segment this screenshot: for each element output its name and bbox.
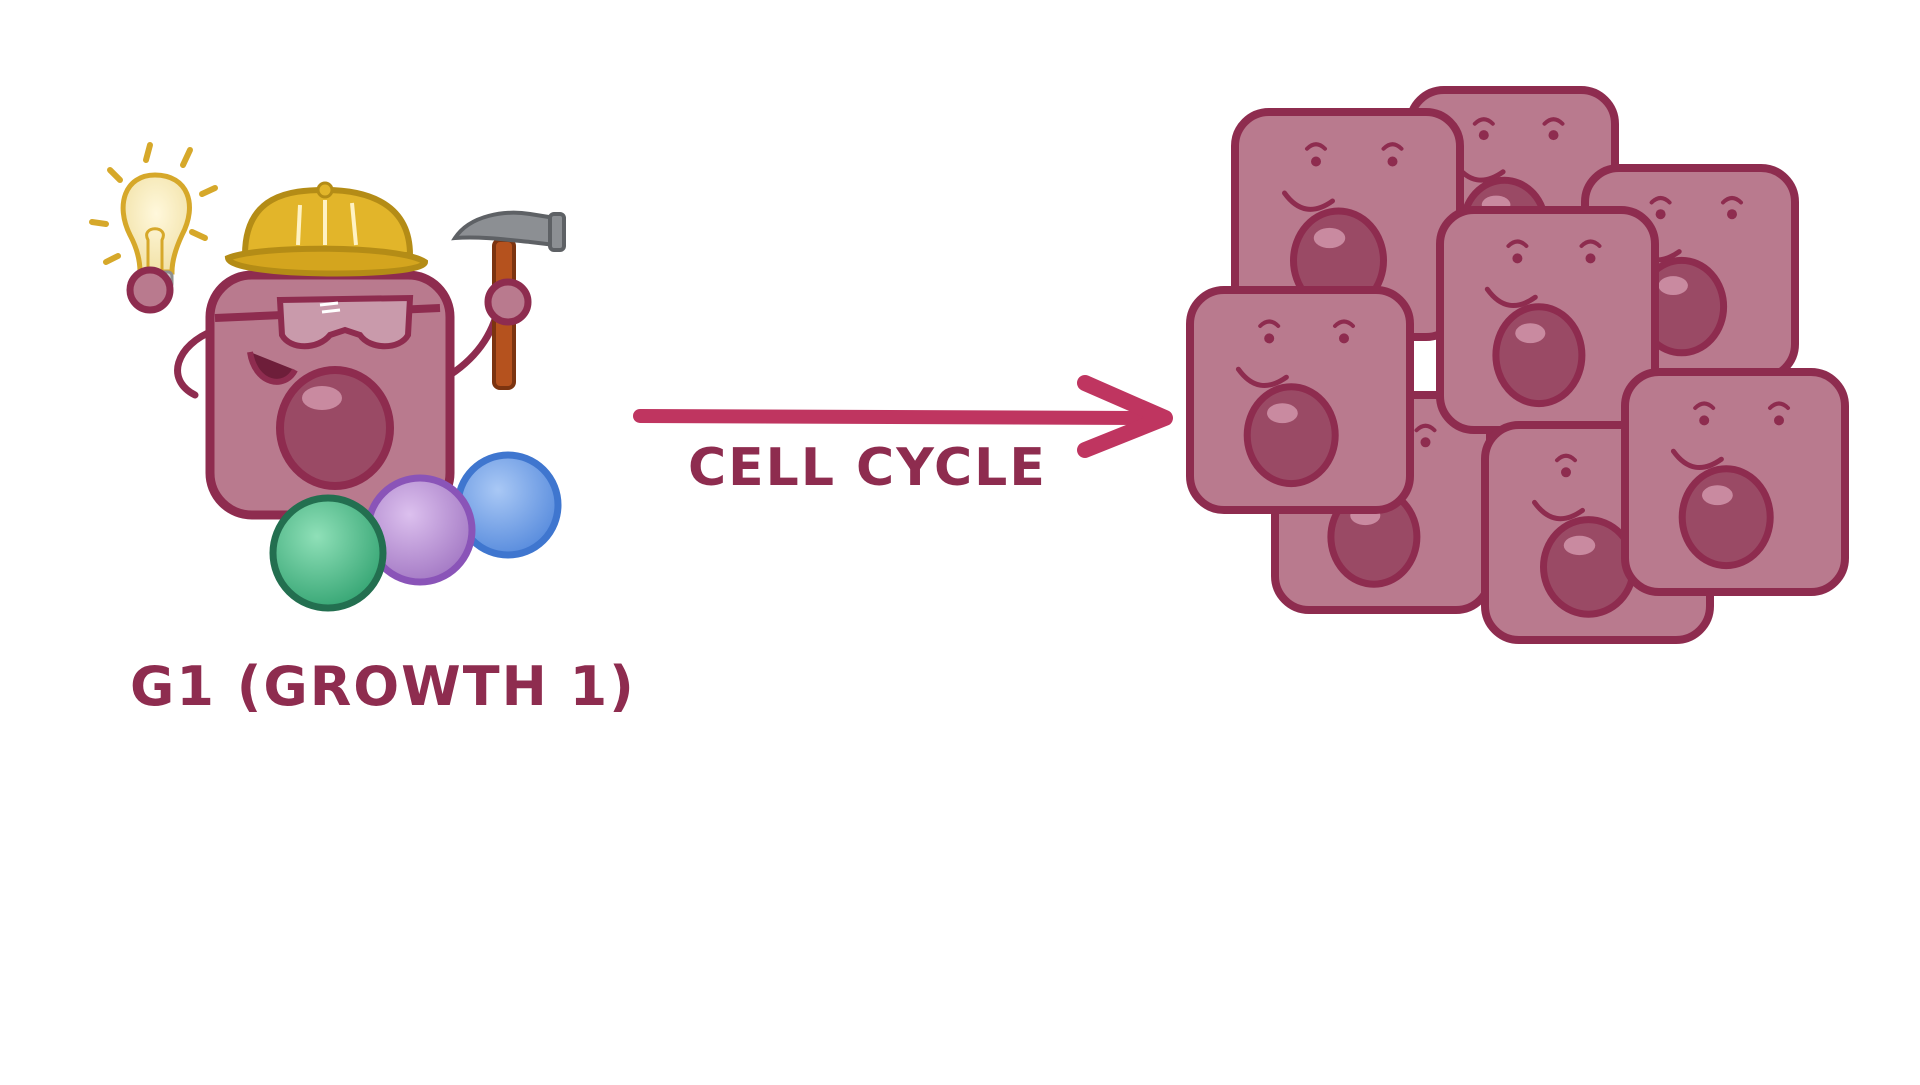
cluster-cell-nucleus-highlight (1515, 323, 1546, 344)
cluster-cell-smile (1532, 499, 1585, 522)
safety-goggles-icon (214, 294, 441, 350)
g1-smile (247, 351, 298, 385)
left-hand (126, 266, 174, 314)
cluster-cell-brow (1542, 117, 1565, 126)
cluster-cell-nucleus (1540, 516, 1637, 618)
cluster-cell-brow (1693, 401, 1716, 410)
lightbulb-icon (89, 142, 218, 290)
cluster-cell-brow (1506, 239, 1529, 248)
cluster-cell-eye (1512, 253, 1523, 264)
cluster-cell-nucleus (1678, 465, 1774, 570)
cluster-cell-nucleus (1492, 303, 1586, 408)
cluster-cell-smile (1670, 448, 1724, 470)
cluster-cell-nucleus (1243, 383, 1339, 488)
right-hand (484, 278, 532, 326)
left-arm (174, 326, 219, 399)
cluster-cell-eye (1548, 130, 1559, 141)
cluster-cell-nucleus-highlight (1563, 535, 1596, 556)
cluster-cell-eye (1727, 209, 1737, 220)
cluster-cell-eye (1339, 333, 1349, 344)
cluster-cell-brow (1414, 423, 1437, 433)
cluster-cell-brow (1472, 117, 1495, 126)
cluster-cell-eye (1585, 253, 1596, 264)
cluster-cell-eye (1478, 130, 1489, 141)
cluster-cell-nucleus-highlight (1313, 227, 1346, 249)
g1-nucleus-highlight (302, 386, 342, 410)
green-ball (269, 494, 387, 612)
cluster-cell-brow (1305, 142, 1327, 151)
cluster-cell-brow (1258, 319, 1281, 328)
cluster-cell-nucleus-highlight (1702, 485, 1733, 506)
cluster-cell-nucleus-highlight (1658, 276, 1688, 296)
g1-nucleus (276, 366, 394, 490)
g1-cell-character (89, 142, 566, 612)
cluster-cell-brow (1649, 196, 1672, 205)
cluster-cell-eye (1311, 156, 1321, 167)
cluster-cell-brow (1333, 319, 1355, 328)
cluster-cell-eye (1561, 467, 1571, 478)
cluster-cell-smile (1235, 366, 1289, 388)
dividing-cell-cluster (1186, 86, 1849, 644)
cluster-cell-brow (1721, 196, 1743, 205)
cluster-cell-nucleus-highlight (1267, 403, 1298, 424)
cluster-cell-eye (1774, 415, 1784, 426)
cluster-cell-brow (1555, 453, 1577, 463)
cluster-cell-brow (1768, 401, 1790, 410)
cluster-cell (1186, 286, 1414, 514)
cluster-cell-brow (1381, 142, 1404, 151)
cluster-cell-eye (1420, 437, 1431, 448)
cell-cycle-arrow (633, 375, 1173, 458)
hard-hat-icon (224, 181, 429, 277)
cluster-cell-eye (1655, 209, 1666, 220)
cluster-cell-smile (1282, 190, 1335, 212)
cluster-cell (1231, 108, 1464, 341)
cluster-cell-eye (1699, 415, 1710, 426)
cluster-cell-brow (1579, 239, 1602, 248)
cluster-cell (1621, 368, 1849, 596)
cell-cycle-label: CELL CYCLE (688, 438, 1047, 498)
cluster-cell-eye (1387, 156, 1398, 167)
g1-label: G1 (GROWTH 1) (130, 655, 636, 718)
cluster-cell-smile (1484, 286, 1538, 308)
cluster-cell-eye (1264, 333, 1275, 344)
